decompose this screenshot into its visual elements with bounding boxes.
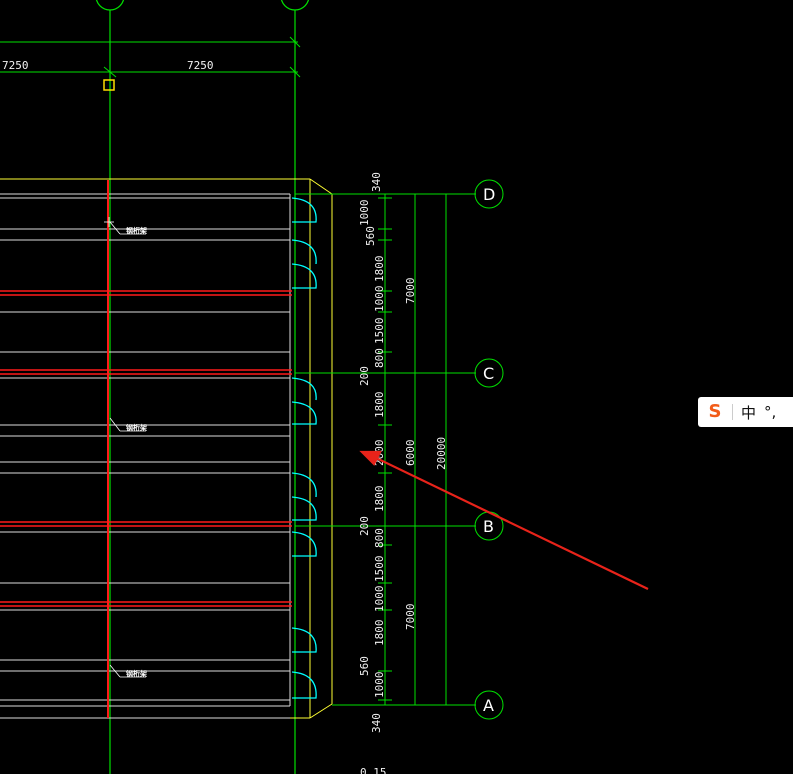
dim-total: 20000: [435, 437, 448, 470]
vertical-dimension-lines: [378, 194, 447, 705]
dim-v1-7: 200: [358, 366, 371, 386]
dim-v2-2: 7000: [404, 604, 417, 631]
grid-bubble-d: [474, 179, 504, 209]
ime-separator: [732, 404, 733, 420]
member-notes: [104, 217, 146, 678]
dim-v1-15: 1800: [373, 620, 386, 647]
top-dim-right: 7250: [187, 59, 214, 72]
grid-bubble-a: [474, 690, 504, 720]
ime-punct-toggle[interactable]: °,: [764, 403, 777, 421]
grid-label-c: C: [483, 364, 494, 383]
sogou-logo-icon[interactable]: S: [706, 403, 724, 421]
top-dimension-lines: [0, 36, 301, 78]
note-1: 钢桁架: [126, 226, 147, 235]
dim-v1-2: 560: [364, 226, 377, 246]
dim-v1-10: 1800: [373, 486, 386, 513]
top-column-bubbles: [95, 0, 310, 774]
dim-v2-1: 6000: [404, 440, 417, 467]
grid-label-a: A: [483, 696, 494, 715]
building-outline: [0, 178, 333, 719]
dim-v2-0: 7000: [404, 278, 417, 305]
dim-texts-column-2: 7000 6000 7000 20000: [404, 278, 448, 631]
dim-v1-17: 1000: [373, 672, 386, 699]
dim-v1-11: 200: [358, 516, 371, 536]
dim-v1-5: 1500: [373, 318, 386, 345]
dim-v1-18: 340: [370, 713, 383, 733]
dim-v1-4: 1000: [373, 286, 386, 313]
purlin-lines: [0, 193, 291, 719]
grid-axis-lines: [295, 179, 504, 720]
grid-bubble-c: [474, 358, 504, 388]
annotation-arrow: [359, 450, 649, 590]
note-3: 钢桁架: [126, 669, 147, 678]
dim-v1-3: 1800: [373, 256, 386, 283]
ime-toolbar[interactable]: S 中 °,: [698, 397, 793, 427]
bottom-text: 0.15: [360, 766, 387, 774]
dim-v1-14: 1000: [373, 586, 386, 613]
dim-v1-13: 1500: [373, 556, 386, 583]
dim-v1-12: 800: [373, 528, 386, 548]
ime-mode-toggle[interactable]: 中: [741, 403, 757, 422]
dim-v1-8: 1800: [373, 392, 386, 419]
top-dim-left: 7250: [2, 59, 29, 72]
dim-v1-16: 560: [358, 656, 371, 676]
grid-label-d: D: [483, 185, 495, 204]
dim-texts-column-1: 340 1000 560 1800 1000 1500 800 200 1800…: [358, 172, 386, 733]
dim-v1-0: 340: [370, 172, 383, 192]
door-arcs: [291, 197, 317, 699]
note-2: 钢桁架: [126, 423, 147, 432]
dim-v1-6: 800: [373, 348, 386, 368]
dim-v1-1: 1000: [358, 200, 371, 227]
red-beams: [0, 180, 292, 718]
snap-marker: [103, 79, 115, 91]
grid-label-b: B: [483, 517, 494, 536]
